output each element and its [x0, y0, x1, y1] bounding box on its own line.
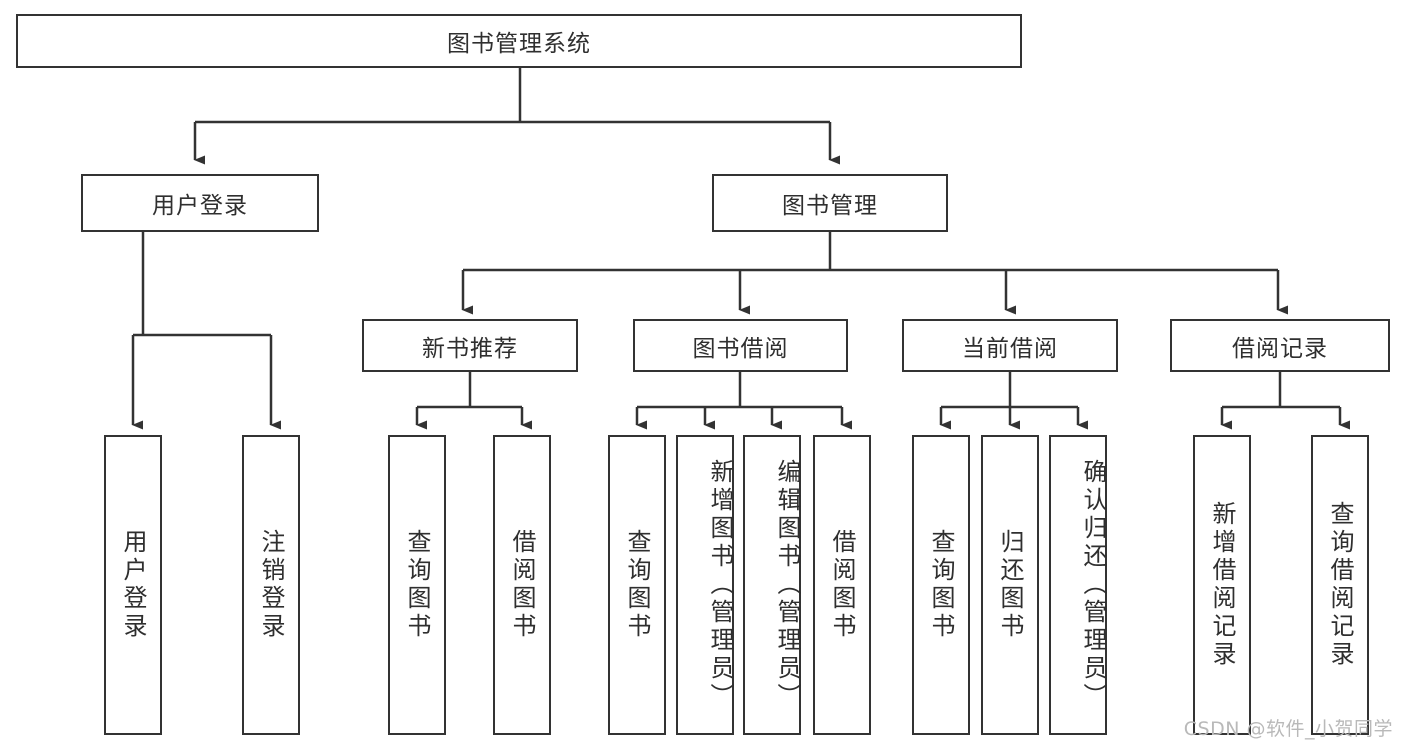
leaf-borrow-borrow-book[interactable]: 借阅图书	[813, 435, 871, 735]
node-label: 新增借阅记录	[1208, 501, 1236, 669]
node-label: 借阅记录	[1232, 335, 1328, 362]
node-label: 确认归还（管理员）	[1079, 459, 1107, 711]
node-book-management[interactable]: 图书管理	[712, 174, 948, 232]
node-label: 归还图书	[996, 529, 1024, 641]
leaf-current-return-book[interactable]: 归还图书	[981, 435, 1039, 735]
node-label: 当前借阅	[962, 335, 1058, 362]
leaf-current-query-book[interactable]: 查询图书	[912, 435, 970, 735]
csdn-watermark: CSDN @软件_小贺同学	[1183, 718, 1393, 740]
node-label: 图书管理系统	[447, 31, 591, 57]
node-label: 注销登录	[257, 529, 285, 641]
node-new-book-recommend[interactable]: 新书推荐	[362, 319, 578, 372]
leaf-record-query-record[interactable]: 查询借阅记录	[1311, 435, 1369, 735]
leaf-user-login-logout[interactable]: 注销登录	[242, 435, 300, 735]
leaf-recommend-query-book[interactable]: 查询图书	[388, 435, 446, 735]
node-root-book-management-system[interactable]: 图书管理系统	[16, 14, 1022, 68]
leaf-borrow-add-book-admin[interactable]: 新增图书（管理员）	[676, 435, 734, 735]
node-label: 新增图书（管理员）	[706, 459, 734, 711]
leaf-borrow-edit-book-admin[interactable]: 编辑图书（管理员）	[743, 435, 801, 735]
node-current-borrow[interactable]: 当前借阅	[902, 319, 1118, 372]
node-label: 图书管理	[782, 193, 878, 219]
leaf-current-confirm-return-admin[interactable]: 确认归还（管理员）	[1049, 435, 1107, 735]
node-label: 查询图书	[927, 529, 955, 641]
node-label: 用户登录	[119, 529, 147, 641]
node-label: 编辑图书（管理员）	[773, 459, 801, 711]
leaf-borrow-query-book[interactable]: 查询图书	[608, 435, 666, 735]
leaf-user-login-login[interactable]: 用户登录	[104, 435, 162, 735]
leaf-recommend-borrow-book[interactable]: 借阅图书	[493, 435, 551, 735]
node-label: 查询图书	[403, 529, 431, 641]
node-label: 图书借阅	[692, 335, 789, 362]
node-book-borrow[interactable]: 图书借阅	[633, 319, 848, 372]
node-label: 新书推荐	[422, 335, 518, 362]
node-label: 查询图书	[623, 529, 651, 641]
node-label: 用户登录	[152, 193, 248, 219]
leaf-record-add-record[interactable]: 新增借阅记录	[1193, 435, 1251, 735]
node-label: 借阅图书	[508, 529, 536, 641]
node-user-login[interactable]: 用户登录	[81, 174, 319, 232]
node-label: 借阅图书	[828, 529, 856, 641]
node-label: 查询借阅记录	[1326, 501, 1354, 669]
node-borrow-record[interactable]: 借阅记录	[1170, 319, 1390, 372]
